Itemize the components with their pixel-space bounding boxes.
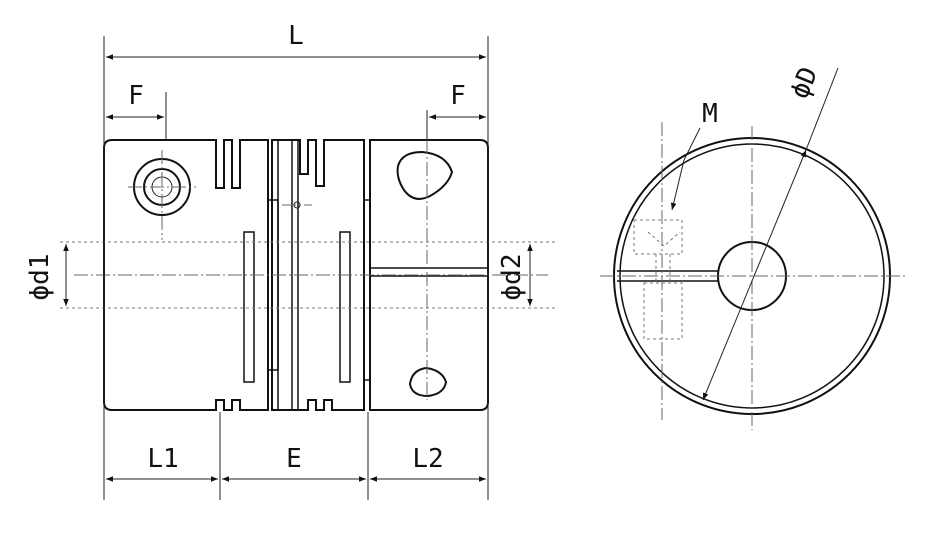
label-F-right: F [450,81,466,111]
M-leader [670,159,685,211]
label-F-left: F [128,81,144,111]
side-view: L F F L1 E L2 ϕd1 ϕd2 [25,21,555,500]
flex-slot [267,199,279,371]
label-L2: L2 [412,444,443,474]
label-L: L [288,21,304,51]
center-spacer-outline [271,139,365,411]
flex-slot [363,199,371,381]
label-d1: ϕd1 [25,254,55,301]
label-M: M [702,99,718,129]
end-view: M ϕD [600,63,908,430]
label-L1: L1 [147,444,178,474]
flex-slot [339,231,351,383]
triangular-cutout-top [396,150,454,200]
dim-D-line [702,149,807,401]
oval-cutout-bottom [408,366,448,398]
label-E: E [286,444,302,474]
flex-slot [243,231,255,383]
label-D: ϕD [785,63,825,103]
label-d2: ϕd2 [497,254,527,301]
left-hub-outline [103,139,269,411]
